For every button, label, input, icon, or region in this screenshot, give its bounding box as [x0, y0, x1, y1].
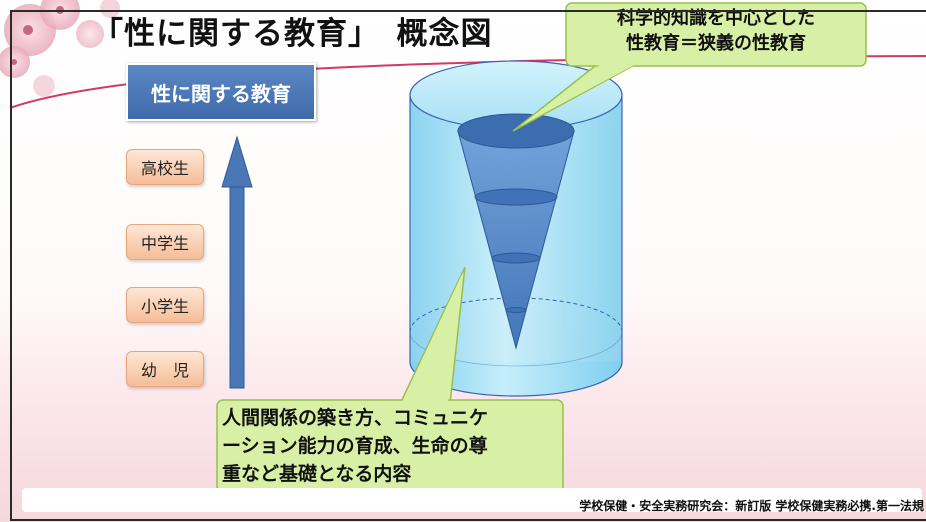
- cherry-blossom-decoration: [0, 0, 120, 97]
- cone: [457, 113, 575, 350]
- top-callout-text: 科学的知識を中心とした 性教育＝狭義の性教育: [568, 6, 864, 56]
- sex-education-box: 性に関する教育: [126, 63, 316, 121]
- top-callout-line-1: 科学的知識を中心とした: [617, 8, 815, 29]
- grade-junior-high: 中学生: [126, 224, 204, 260]
- top-callout-line-2: 性教育＝狭義の性教育: [626, 33, 806, 54]
- page-title: 「性に関する教育」 概念図: [92, 16, 493, 52]
- upward-arrow: [221, 135, 253, 389]
- bottom-callout-line-2: ーション能力の育成、生命の尊: [222, 435, 488, 457]
- source-citation: 学校保健・安全実務研究会：新訂版 学校保健実務必携.第一法規: [579, 499, 924, 513]
- bottom-callout-text: 人間関係の築き方、コミュニケ ーション能力の育成、生命の尊 重など基礎となる内容: [222, 404, 562, 488]
- bottom-callout-line-1: 人間関係の築き方、コミュニケ: [222, 407, 489, 429]
- grade-preschool: 幼 児: [126, 351, 204, 387]
- grade-high-school: 高校生: [126, 149, 204, 185]
- top-callout: [512, 2, 867, 132]
- footer-bar: [22, 488, 922, 512]
- bottom-callout: [216, 266, 564, 493]
- grade-elementary: 小学生: [126, 287, 204, 323]
- bottom-callout-line-3: 重など基礎となる内容: [222, 463, 412, 485]
